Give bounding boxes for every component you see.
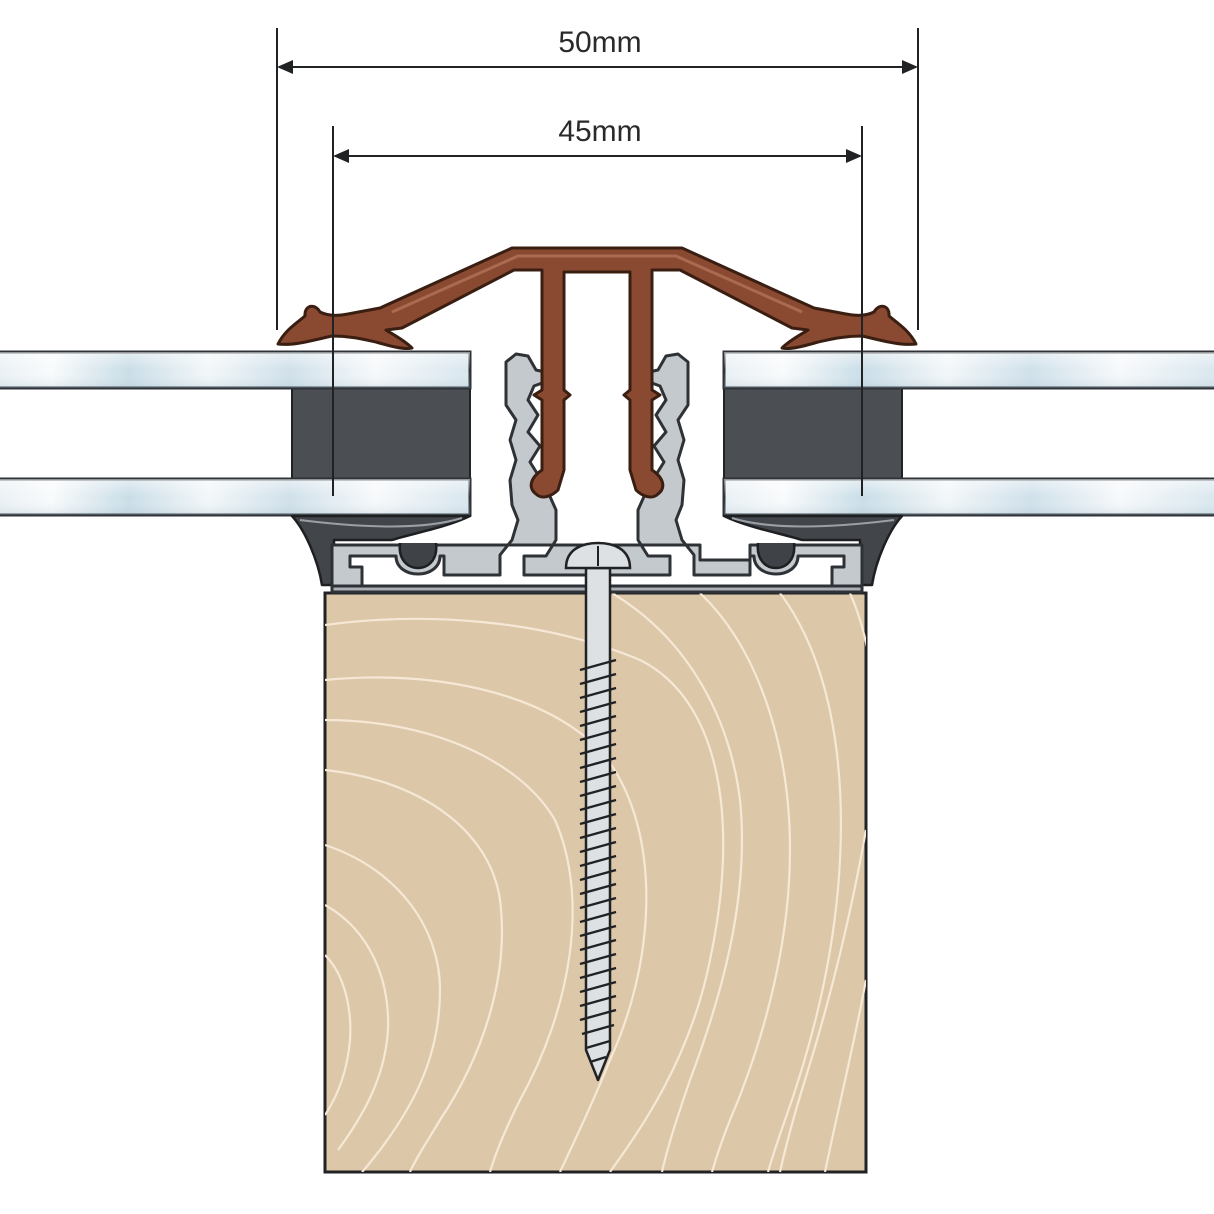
gasket-retention-clips (398, 542, 796, 570)
top-cap-highlight (391, 254, 803, 314)
left-glazing-unit (0, 350, 472, 517)
dimension-50mm: 50mm (276, 26, 919, 330)
right-gasket (722, 514, 904, 587)
dimension-45mm: 45mm (332, 115, 863, 496)
top-cap (276, 246, 918, 499)
outer-right-arrow (902, 60, 918, 74)
fixing-screw (564, 541, 632, 1082)
right-glazing-unit (722, 350, 1214, 517)
left-spacer (291, 385, 471, 481)
left-gasket (290, 514, 472, 587)
right-spacer (723, 385, 903, 481)
base-bar-profile (330, 352, 864, 588)
inner-right-arrow (846, 149, 862, 163)
inner-left-arrow (333, 149, 349, 163)
wood-grain (325, 593, 866, 1172)
outer-left-arrow (277, 60, 293, 74)
inner-dimension-label: 45mm (558, 115, 641, 148)
screw-thread (579, 658, 617, 1064)
top-cap-profile (276, 246, 918, 499)
lower-gaskets (290, 514, 904, 587)
aluminium-base-bar (330, 352, 864, 594)
outer-dimension-label: 50mm (558, 26, 641, 59)
